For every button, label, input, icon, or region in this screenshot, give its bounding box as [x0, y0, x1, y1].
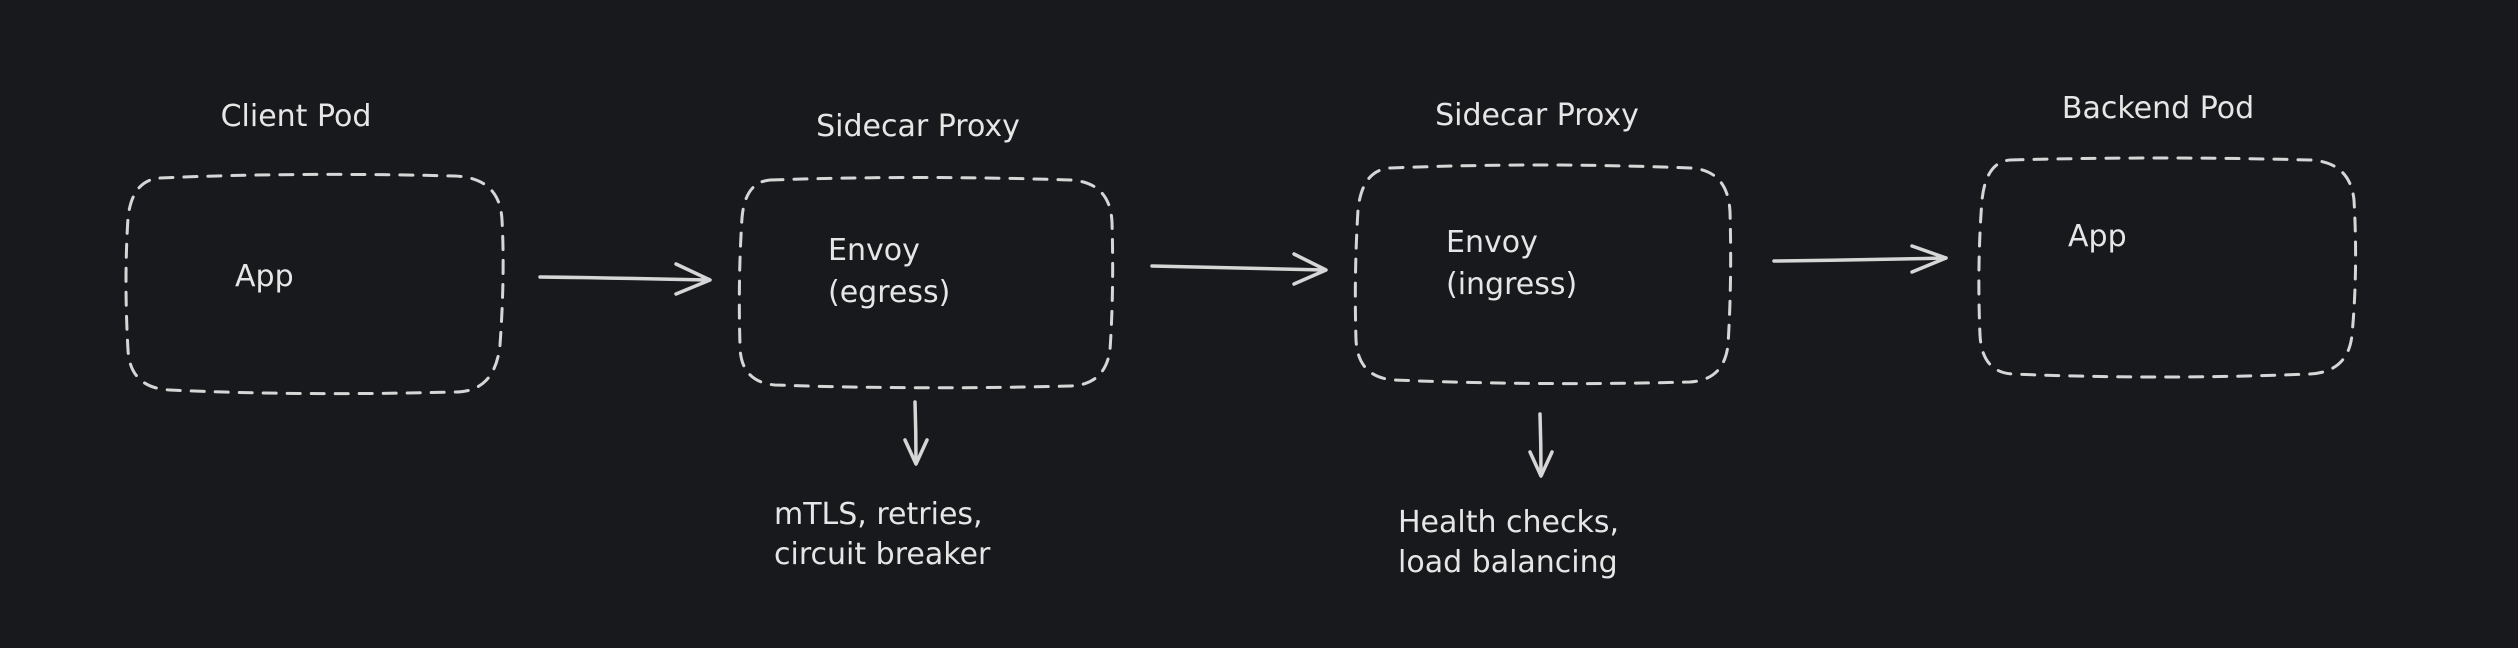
node-backend-pod: Backend Pod App [1977, 91, 2358, 379]
node-title: Backend Pod [2062, 91, 2254, 126]
arrowhead [1292, 252, 1328, 286]
edge-egress-to-note [903, 400, 929, 466]
node-line: Envoy [828, 233, 920, 268]
arrowhead [903, 438, 929, 466]
edge-line [1772, 256, 1948, 263]
node-sidecar-proxy-egress: Sidecar Proxy Envoy (egress) [737, 109, 1115, 390]
node-box [1353, 163, 1733, 386]
node-line: App [2068, 219, 2127, 254]
note-ingress-features: Health checks, load balancing [1398, 505, 1619, 580]
edge-line [1150, 264, 1327, 272]
edge-line [913, 400, 918, 464]
node-title: Client Pod [221, 99, 372, 134]
node-line: (egress) [828, 275, 950, 310]
arrowhead [1528, 450, 1554, 478]
arrowhead [674, 262, 712, 296]
node-client-pod: Client Pod App [124, 99, 505, 396]
edge-ingress-to-note [1528, 412, 1554, 478]
note-line: mTLS, retries, [774, 497, 983, 532]
node-line: (ingress) [1446, 267, 1577, 302]
node-sidecar-proxy-ingress: Sidecar Proxy Envoy (ingress) [1353, 98, 1733, 386]
node-box [737, 176, 1115, 390]
node-box [124, 172, 505, 396]
edge-line [538, 275, 710, 282]
node-box [1977, 156, 2358, 379]
note-line: load balancing [1398, 545, 1618, 580]
node-title: Sidecar Proxy [816, 109, 1020, 144]
note-egress-features: mTLS, retries, circuit breaker [774, 497, 991, 572]
edge-ingress-to-backend [1772, 244, 1948, 274]
arrowhead [1910, 244, 1948, 274]
edge-client-to-egress [538, 262, 712, 296]
edge-line [1538, 412, 1543, 476]
node-title: Sidecar Proxy [1435, 98, 1639, 133]
node-line: App [235, 259, 294, 294]
edge-egress-to-ingress [1150, 252, 1328, 286]
note-line: Health checks, [1398, 505, 1619, 540]
node-line: Envoy [1446, 225, 1538, 260]
note-line: circuit breaker [774, 537, 991, 572]
